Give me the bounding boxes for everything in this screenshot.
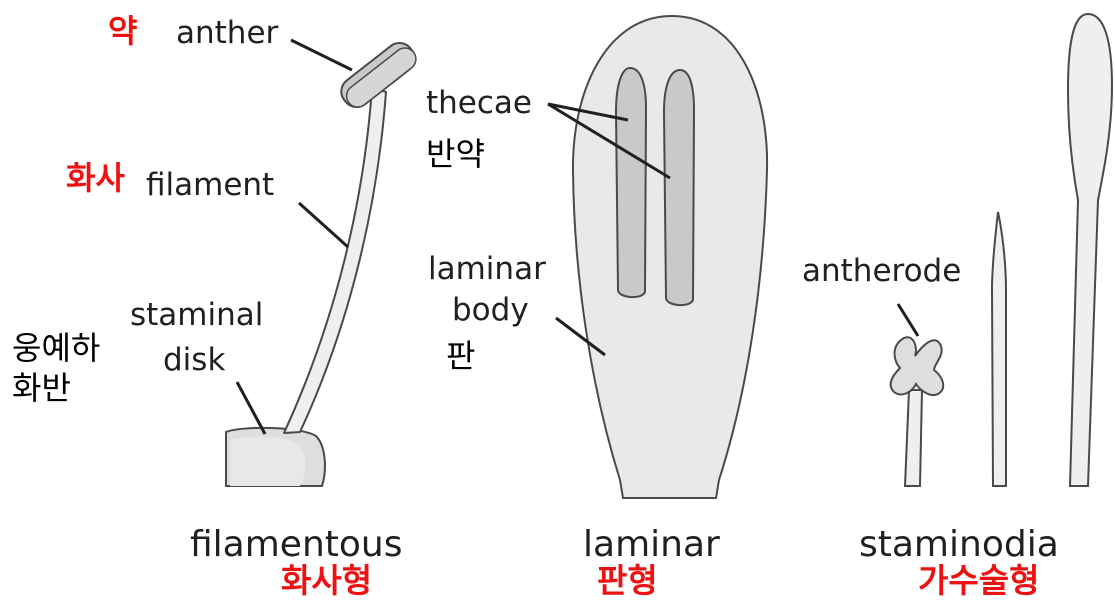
caption-staminodia: staminodia xyxy=(859,527,1059,563)
filament-label-ko: 화사 xyxy=(66,162,125,194)
club-staminode-shape xyxy=(1068,14,1112,486)
laminar-stamen xyxy=(548,16,767,498)
staminal-disk-label-line2: disk xyxy=(163,345,225,376)
staminal-disk-label-line1: staminal xyxy=(130,300,263,331)
filamentous-stamen xyxy=(226,37,420,486)
staminal-disk-label-ko-line1: 웅예하 xyxy=(12,332,100,364)
anther-label: anther xyxy=(176,18,278,49)
laminar-body-label-ko: 판 xyxy=(446,340,475,372)
laminar-body-label-line2: body xyxy=(452,295,529,326)
antherode-label: antherode xyxy=(802,256,961,287)
laminar-body-label-line1: laminar xyxy=(428,254,546,285)
thecae-label: thecae xyxy=(426,88,532,119)
caption-laminar: laminar xyxy=(583,527,720,563)
anther-leader xyxy=(291,40,352,70)
filament-shape xyxy=(284,88,386,433)
theca-left-shape xyxy=(616,68,646,297)
filament-leader xyxy=(299,203,348,247)
caption-filamentous: filamentous xyxy=(190,527,402,563)
thecae-label-ko: 반약 xyxy=(426,138,485,170)
antherode-shape xyxy=(891,337,944,395)
staminal-disk-highlight xyxy=(230,437,305,486)
anther-label-ko: 약 xyxy=(108,15,137,47)
caption-staminodia-ko: 가수술형 xyxy=(918,564,1039,597)
staminal-disk-label-ko-line2: 화반 xyxy=(12,372,71,404)
staminodia xyxy=(891,14,1112,486)
theca-right-shape xyxy=(664,70,694,305)
antherode-stalk-shape xyxy=(905,390,922,486)
pointed-staminode-shape xyxy=(992,212,1006,486)
caption-laminar-ko: 판형 xyxy=(597,564,658,597)
filament-label: filament xyxy=(146,170,274,201)
caption-filamentous-ko: 화사형 xyxy=(281,564,372,597)
staminal-disk-leader xyxy=(237,382,265,434)
antherode-leader xyxy=(898,304,918,336)
